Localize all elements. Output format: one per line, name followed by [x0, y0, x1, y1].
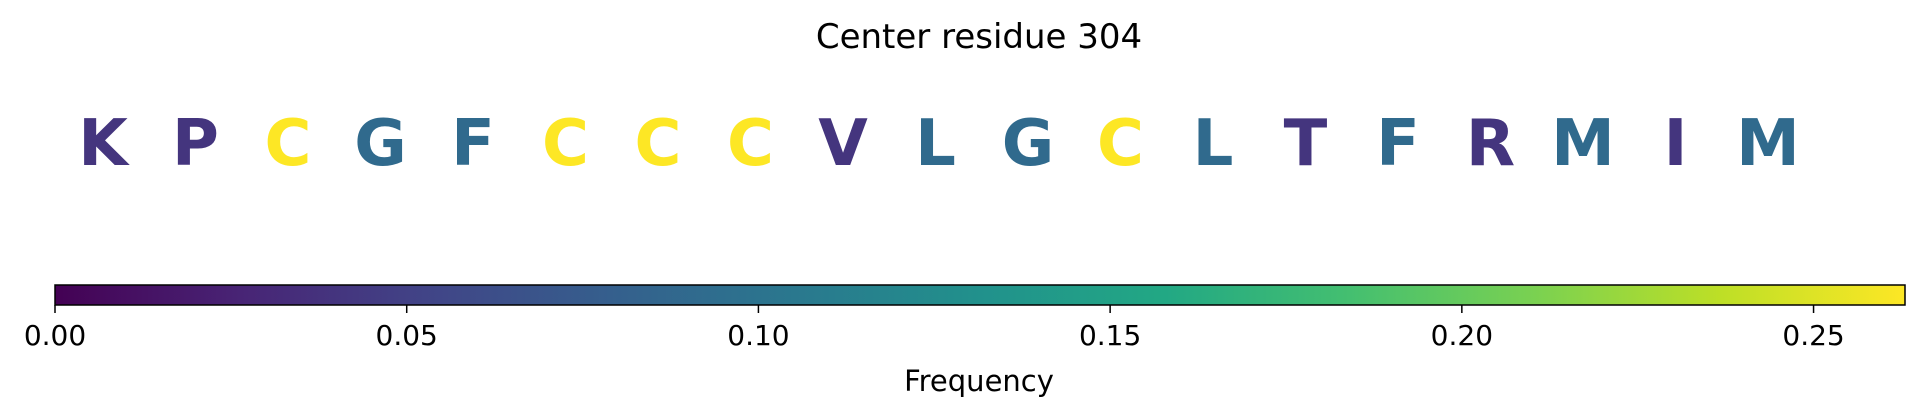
residue-letter: L: [1193, 107, 1234, 181]
colorbar-ticks: 0.00 0.05 0.10 0.15 0.20 0.25: [24, 305, 1845, 352]
residue-letter: R: [1466, 107, 1515, 181]
colorbar-tick-label: 0.05: [376, 319, 438, 352]
colorbar-gradient: [55, 285, 1905, 305]
colorbar-frame: [54, 284, 1906, 306]
residue-letter: M: [1736, 107, 1800, 181]
residue-letter: F: [451, 107, 495, 181]
residue-letter: C: [635, 107, 682, 181]
residue-letter: T: [1284, 107, 1328, 181]
residue-letter: K: [78, 107, 130, 181]
residue-letter: C: [265, 107, 312, 181]
residue-letter: C: [542, 107, 589, 181]
colorbar-tick-label: 0.10: [727, 319, 789, 352]
colorbar-label: Frequency: [904, 364, 1054, 398]
residue-letter: C: [727, 107, 774, 181]
residue-letter: L: [915, 107, 956, 181]
colorbar-tick-label: 0.15: [1079, 319, 1141, 352]
colorbar-tick-label: 0.25: [1782, 319, 1844, 352]
residue-letter: P: [172, 107, 219, 181]
residue-letter: V: [818, 107, 868, 181]
colorbar: 0.00 0.05 0.10 0.15 0.20 0.25: [24, 284, 1906, 352]
chart-title: Center residue 304: [816, 17, 1142, 57]
residue-letter: G: [1002, 107, 1055, 181]
residue-letter: G: [354, 107, 407, 181]
residue-letter: F: [1376, 107, 1420, 181]
colorbar-tick-label: 0.00: [24, 319, 86, 352]
residue-letter: I: [1664, 107, 1688, 181]
residue-letter: M: [1551, 107, 1615, 181]
colorbar-tick-label: 0.20: [1431, 319, 1493, 352]
residue-letter: C: [1097, 107, 1144, 181]
